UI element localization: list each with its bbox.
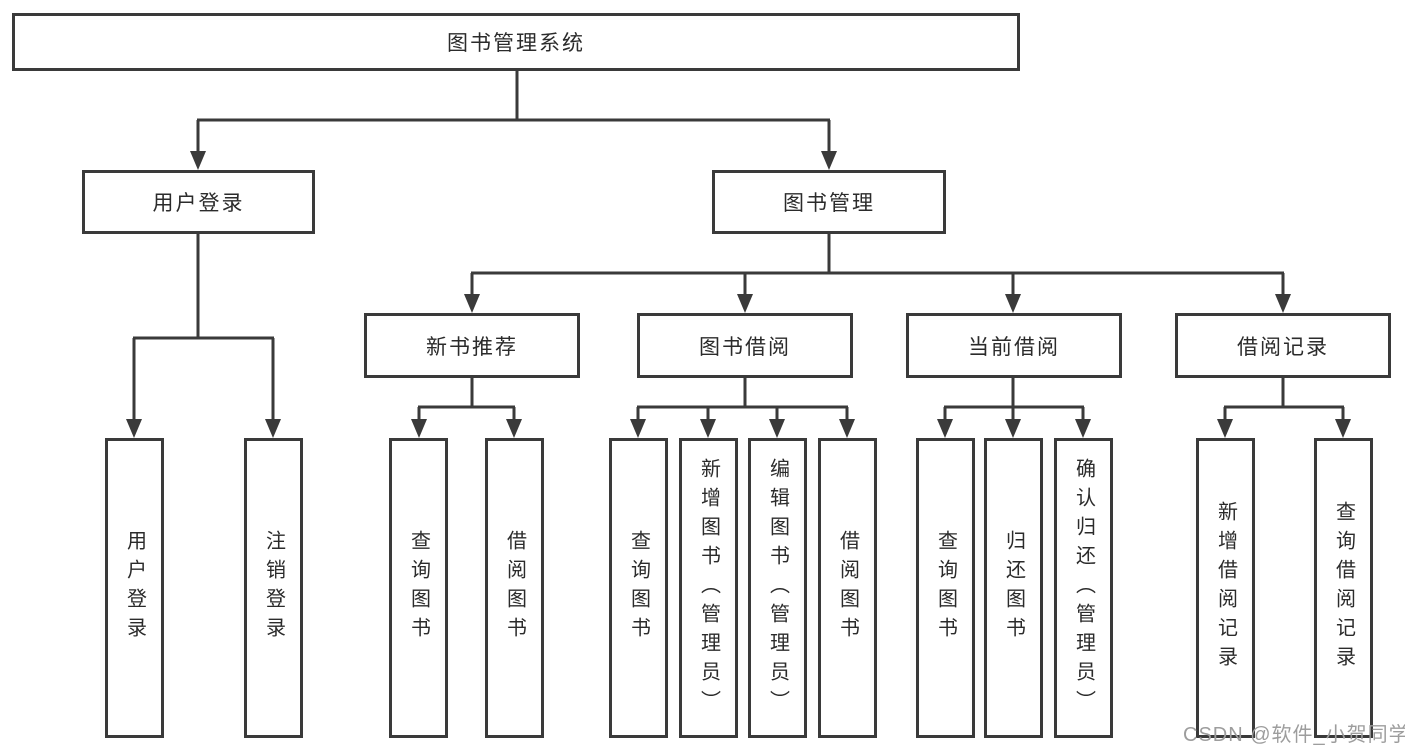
- connector-current-borrow: [943, 378, 1085, 425]
- connector-book-borrow: [636, 378, 849, 425]
- csdn-watermark: CSDN @软件_小贺同学: [1183, 724, 1405, 746]
- arrowhead: [126, 419, 142, 438]
- leaf-add-borrow-record: 新增借阅记录: [1196, 438, 1255, 738]
- node-borrow-records: 借阅记录: [1175, 313, 1391, 378]
- node-label: 用户登录: [152, 192, 245, 215]
- node-current-borrow: 当前借阅: [906, 313, 1122, 378]
- node-label: 注销登录: [262, 530, 285, 646]
- node-label: 新增借阅记录: [1214, 501, 1237, 675]
- node-label: 借阅记录: [1237, 335, 1329, 359]
- leaf-logout: 注销登录: [244, 438, 303, 738]
- node-new-book-recommend: 新书推荐: [364, 313, 580, 378]
- leaf-user-login: 用户登录: [105, 438, 164, 738]
- arrowhead: [1005, 419, 1021, 438]
- leaf-query-books-borrow: 查询图书: [609, 438, 668, 738]
- node-label: 借阅图书: [503, 530, 526, 646]
- arrowhead: [630, 419, 646, 438]
- arrowhead: [265, 419, 281, 438]
- node-label: 借阅图书: [836, 530, 859, 646]
- node-label: 用户登录: [123, 530, 146, 646]
- arrowhead: [190, 151, 206, 170]
- node-label: 图书管理: [783, 192, 875, 215]
- arrowhead: [1217, 419, 1233, 438]
- leaf-query-books-recommend: 查询图书: [389, 438, 448, 738]
- node-label: 查询借阅记录: [1332, 501, 1355, 675]
- node-user-login: 用户登录: [82, 170, 315, 234]
- arrowhead: [769, 419, 785, 438]
- connector-book-management: [470, 234, 1285, 300]
- node-label: 归还图书: [1002, 530, 1025, 646]
- node-label: 查询图书: [407, 530, 430, 646]
- node-label: 当前借阅: [968, 335, 1060, 359]
- arrowhead: [411, 419, 427, 438]
- node-label: 查询图书: [934, 530, 957, 646]
- arrowhead: [839, 419, 855, 438]
- arrowhead: [1075, 419, 1091, 438]
- leaf-borrow-books-recommend: 借阅图书: [485, 438, 544, 738]
- arrowhead: [464, 294, 480, 313]
- node-library-management-system: 图书管理系统: [12, 13, 1020, 71]
- arrowheads: [126, 151, 1351, 438]
- arrowhead: [1275, 294, 1291, 313]
- arrowhead: [937, 419, 953, 438]
- arrowhead: [1335, 419, 1351, 438]
- arrowhead: [1005, 294, 1021, 313]
- leaf-query-books-current: 查询图书: [916, 438, 975, 738]
- node-label: 图书借阅: [699, 335, 791, 359]
- arrowhead: [821, 151, 837, 170]
- node-label: 确认归还（管理员）: [1072, 457, 1095, 719]
- leaf-return-books: 归还图书: [984, 438, 1043, 738]
- connector-root: [196, 71, 831, 157]
- arrowhead: [506, 419, 522, 438]
- connector-new-book-recommend: [417, 378, 516, 425]
- connector-borrow-records: [1223, 378, 1345, 425]
- node-book-borrow: 图书借阅: [637, 313, 853, 378]
- leaf-add-books-admin: 新增图书（管理员）: [679, 438, 738, 738]
- node-label: 新增图书（管理员）: [697, 457, 720, 719]
- connector-user-login: [132, 234, 275, 425]
- arrowhead: [700, 419, 716, 438]
- leaf-borrow-books: 借阅图书: [818, 438, 877, 738]
- node-book-management: 图书管理: [712, 170, 946, 234]
- leaf-edit-books-admin: 编辑图书（管理员）: [748, 438, 807, 738]
- leaf-query-borrow-record: 查询借阅记录: [1314, 438, 1373, 738]
- connector-paths: [132, 71, 1345, 425]
- arrowhead: [737, 294, 753, 313]
- node-label: 编辑图书（管理员）: [766, 457, 789, 719]
- node-label: 新书推荐: [426, 335, 518, 359]
- leaf-confirm-return-admin: 确认归还（管理员）: [1054, 438, 1113, 738]
- node-label: 查询图书: [627, 530, 650, 646]
- node-label: 图书管理系统: [447, 32, 585, 55]
